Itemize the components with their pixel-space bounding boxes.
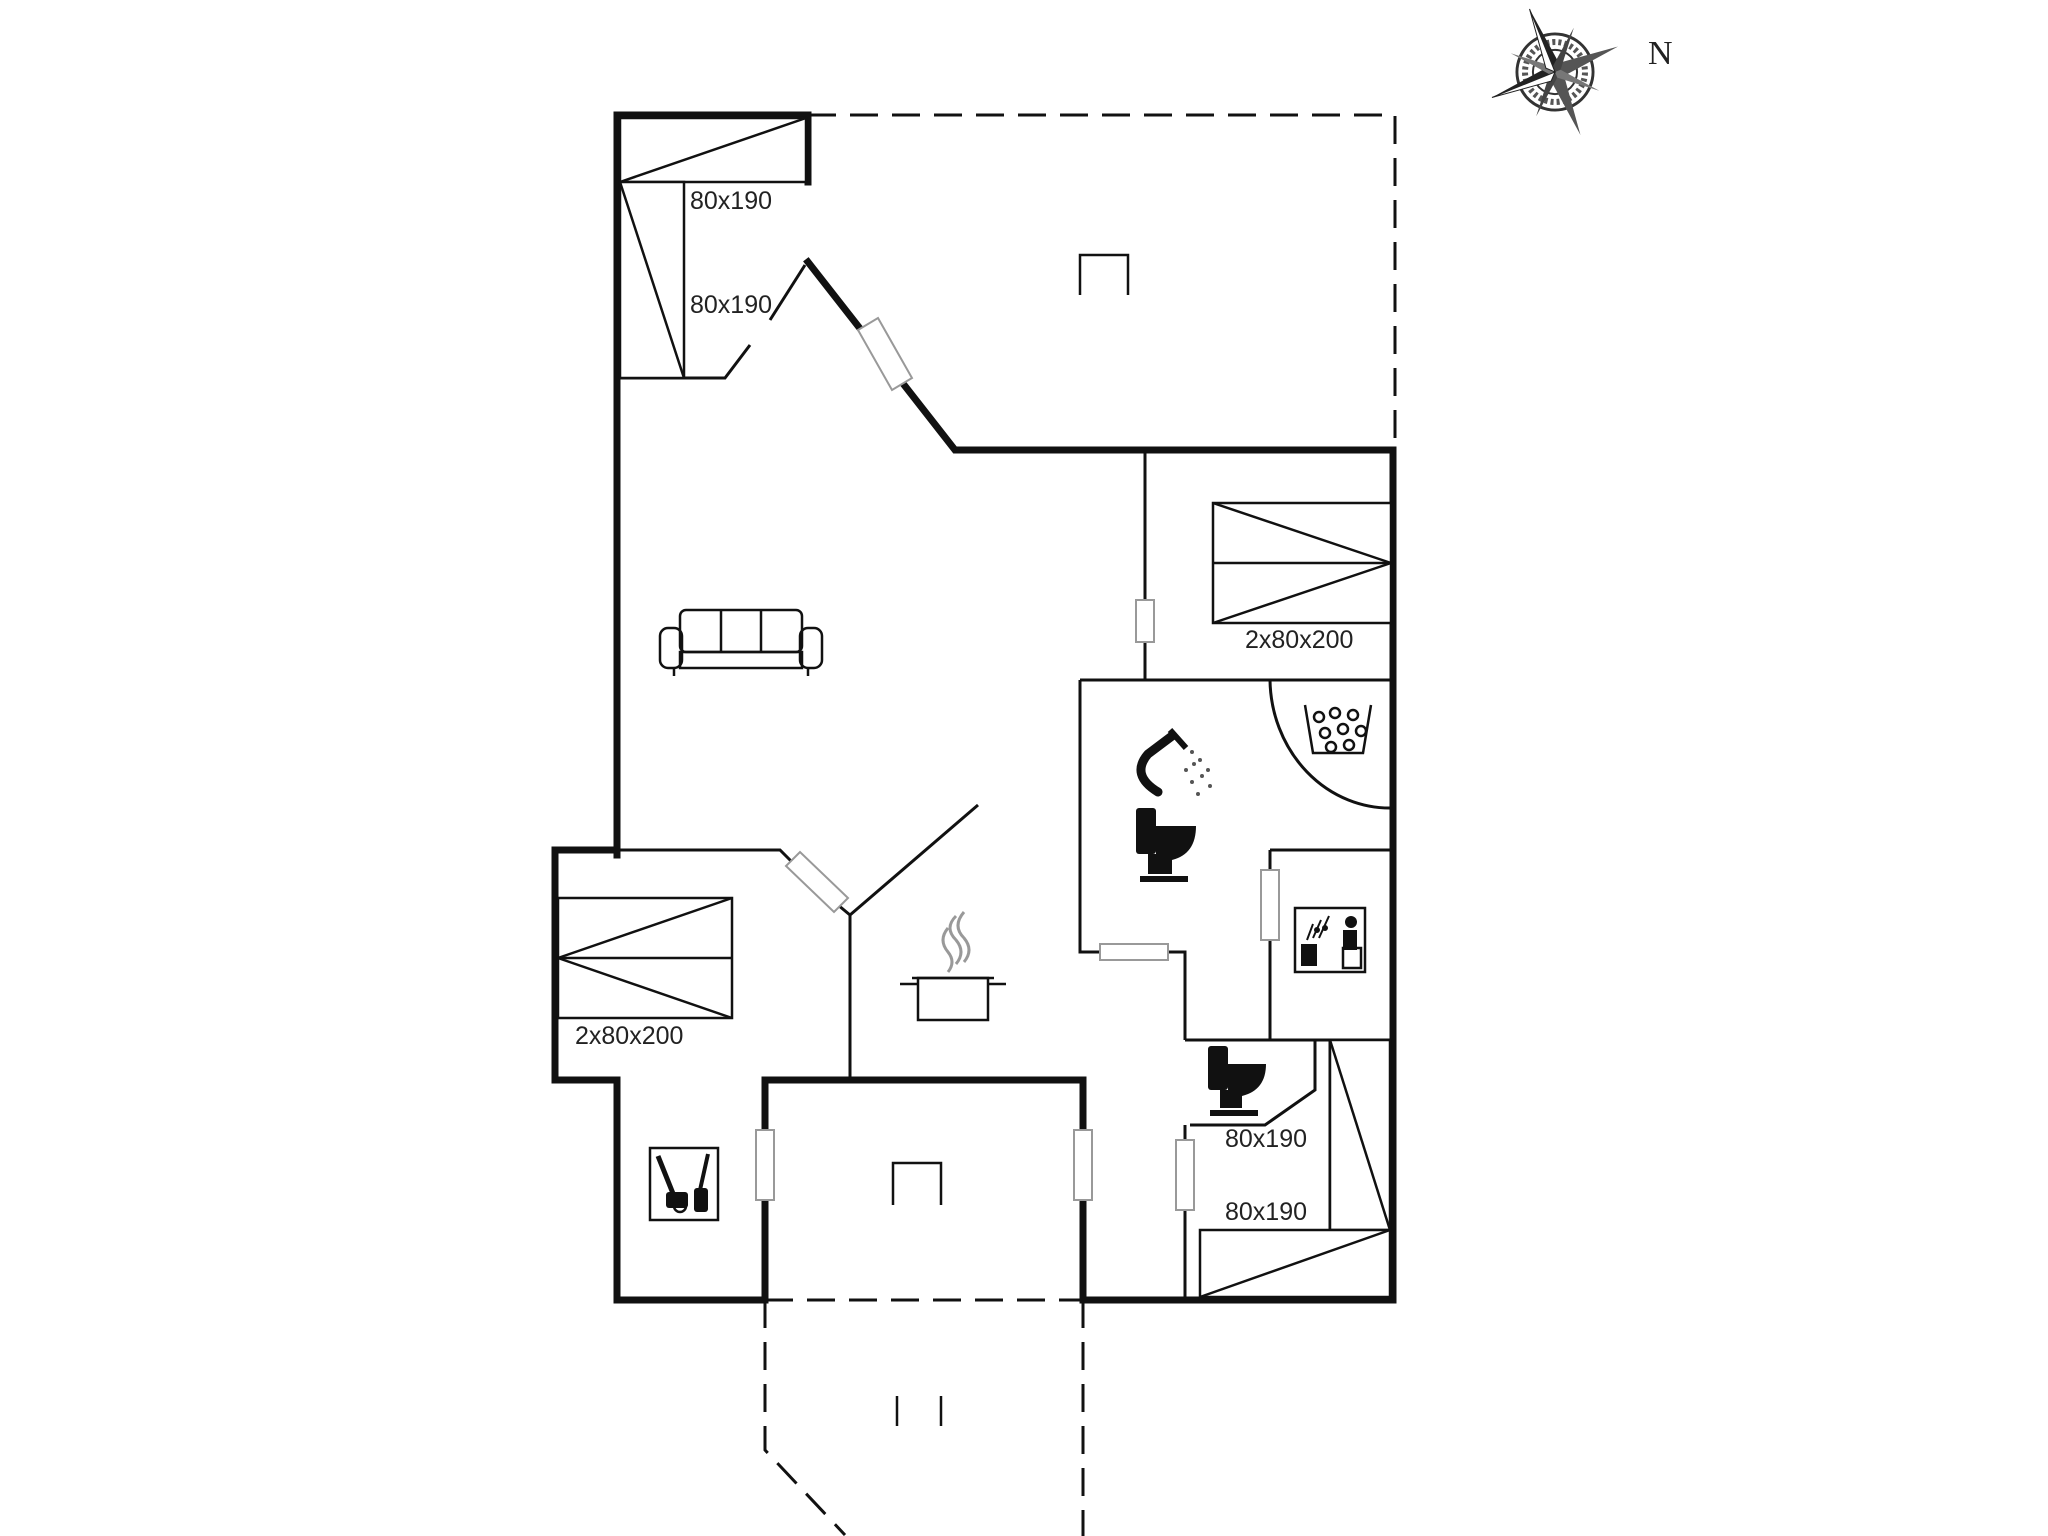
door-bathroom [1099, 943, 1169, 961]
terrace-icon [891, 253, 1130, 1426]
interior-walls [617, 264, 1394, 1300]
toilet-icon [1136, 808, 1196, 882]
bed-west-double [556, 896, 734, 1020]
label-east-bedroom: 2x80x200 [1245, 626, 1353, 654]
whirlpool-icon [1303, 704, 1373, 755]
beds [556, 116, 1393, 1299]
door-sauna [1260, 869, 1280, 941]
label-west-bedroom: 2x80x200 [575, 1022, 683, 1050]
toilet-small-icon [1208, 1046, 1266, 1116]
door-se-bedroom [1175, 1139, 1195, 1211]
compass-north-label: N [1648, 35, 1673, 72]
sofa-icon [658, 608, 824, 676]
label-nw-bed-top: 80x190 [690, 187, 772, 215]
door-utility [755, 1129, 775, 1201]
terrace-outlines [763, 113, 1397, 1536]
door-south-room [1073, 1129, 1093, 1201]
label-se-bed-bottom: 80x190 [1225, 1198, 1307, 1226]
cooking-pot-icon [900, 911, 1006, 1022]
label-nw-bed-side: 80x190 [690, 291, 772, 319]
washing-machine-icon [648, 1146, 720, 1222]
door-patio [856, 316, 914, 392]
door-west-bedroom [784, 850, 850, 914]
bed-se-vertical [1328, 1038, 1392, 1232]
compass-rose-icon [1491, 8, 1619, 136]
shower-icon [1136, 728, 1212, 797]
bed-nw-top [618, 116, 808, 184]
bed-se-horizontal [1198, 1228, 1392, 1299]
bed-labels: 80x190 80x190 2x80x200 2x80x200 80x190 8… [575, 187, 1353, 1226]
door-openings [755, 316, 1280, 1211]
bed-nw-side [618, 180, 686, 380]
door-east-bedroom [1135, 599, 1155, 643]
sauna-icon [1293, 906, 1367, 974]
bed-east-double [1211, 501, 1393, 625]
label-se-bed-top: 80x190 [1225, 1125, 1307, 1153]
